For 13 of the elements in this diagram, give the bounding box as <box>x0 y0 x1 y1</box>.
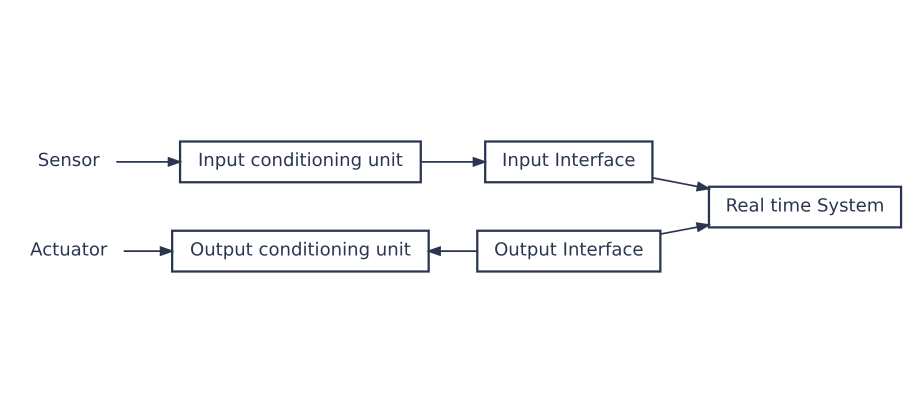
arrow <box>652 177 712 192</box>
node-box: Output conditioning unit <box>171 230 430 273</box>
arrow <box>116 156 182 167</box>
arrow <box>420 156 488 167</box>
node-box: Output Interface <box>476 230 662 273</box>
arrow <box>660 222 712 235</box>
node-box: Input Interface <box>484 140 654 184</box>
node-text: Sensor <box>38 150 100 172</box>
arrow <box>426 246 478 256</box>
node-box: Real time System <box>708 186 902 229</box>
node-text: Actuator <box>30 239 108 260</box>
node-box: Input conditioning unit <box>178 140 422 184</box>
arrow <box>124 246 174 256</box>
